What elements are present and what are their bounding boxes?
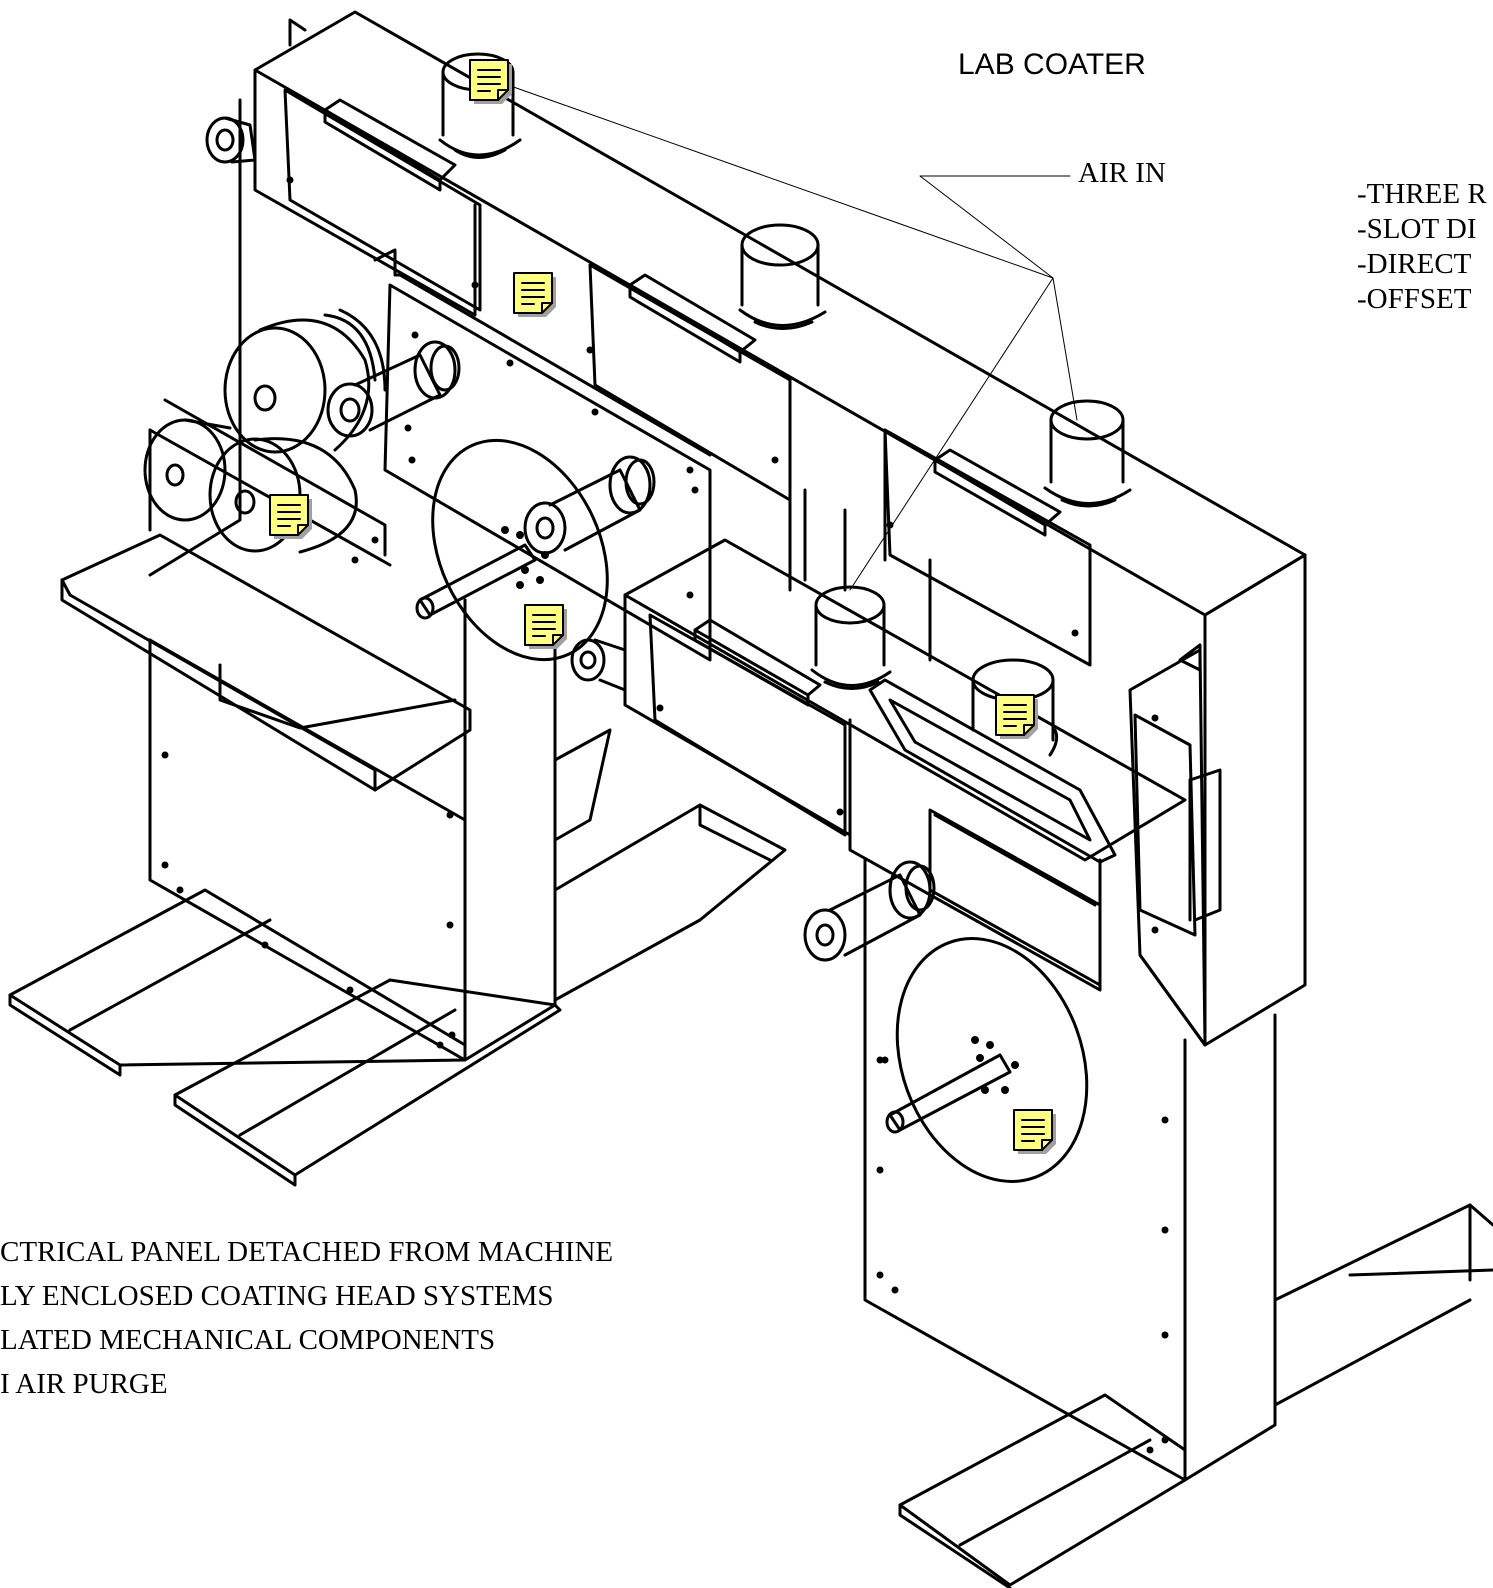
left-reel-disc [415,438,656,662]
sticky-note-icons [269,59,1056,1154]
bottom-note: CTRICAL PANEL DETACHED FROM MACHINE [0,1236,614,1268]
right-stand [803,858,1493,1588]
air-in-leaders [504,83,1078,591]
sticky-note-icon[interactable] [513,272,556,317]
lower-coating-head [570,538,1222,1047]
air-inlet-stacks [438,52,1132,508]
housing-knobs [205,116,257,164]
bottom-note: I AIR PURGE [0,1368,168,1400]
right-note: -OFFSET [1357,283,1472,315]
bottom-note: LATED MECHANICAL COMPONENTS [0,1324,496,1356]
roll-assembly [143,248,712,662]
sticky-note-icon[interactable] [524,604,567,649]
right-note: -DIRECT [1357,248,1472,280]
right-feature-notes: -THREE R -SLOT DI -DIRECT -OFFSET [1357,177,1487,317]
air-in-label: AIR IN [1078,157,1166,189]
sticky-note-icon[interactable] [995,694,1038,739]
sticky-note-icon[interactable] [469,59,512,104]
sticky-note-icon[interactable] [269,494,312,539]
drawing-title: LAB COATER [958,48,1146,81]
sticky-note-icon[interactable] [1013,1109,1056,1154]
bottom-note: LY ENCLOSED COATING HEAD SYSTEMS [0,1280,554,1312]
left-stand [8,98,787,1187]
upper-housing [253,10,1307,1047]
right-note: -SLOT DI [1357,213,1477,245]
right-note: -THREE R [1357,178,1487,210]
lower-inlet-stacks [810,585,1059,757]
bottom-feature-notes: CTRICAL PANEL DETACHED FROM MACHINE LY E… [0,1230,613,1406]
